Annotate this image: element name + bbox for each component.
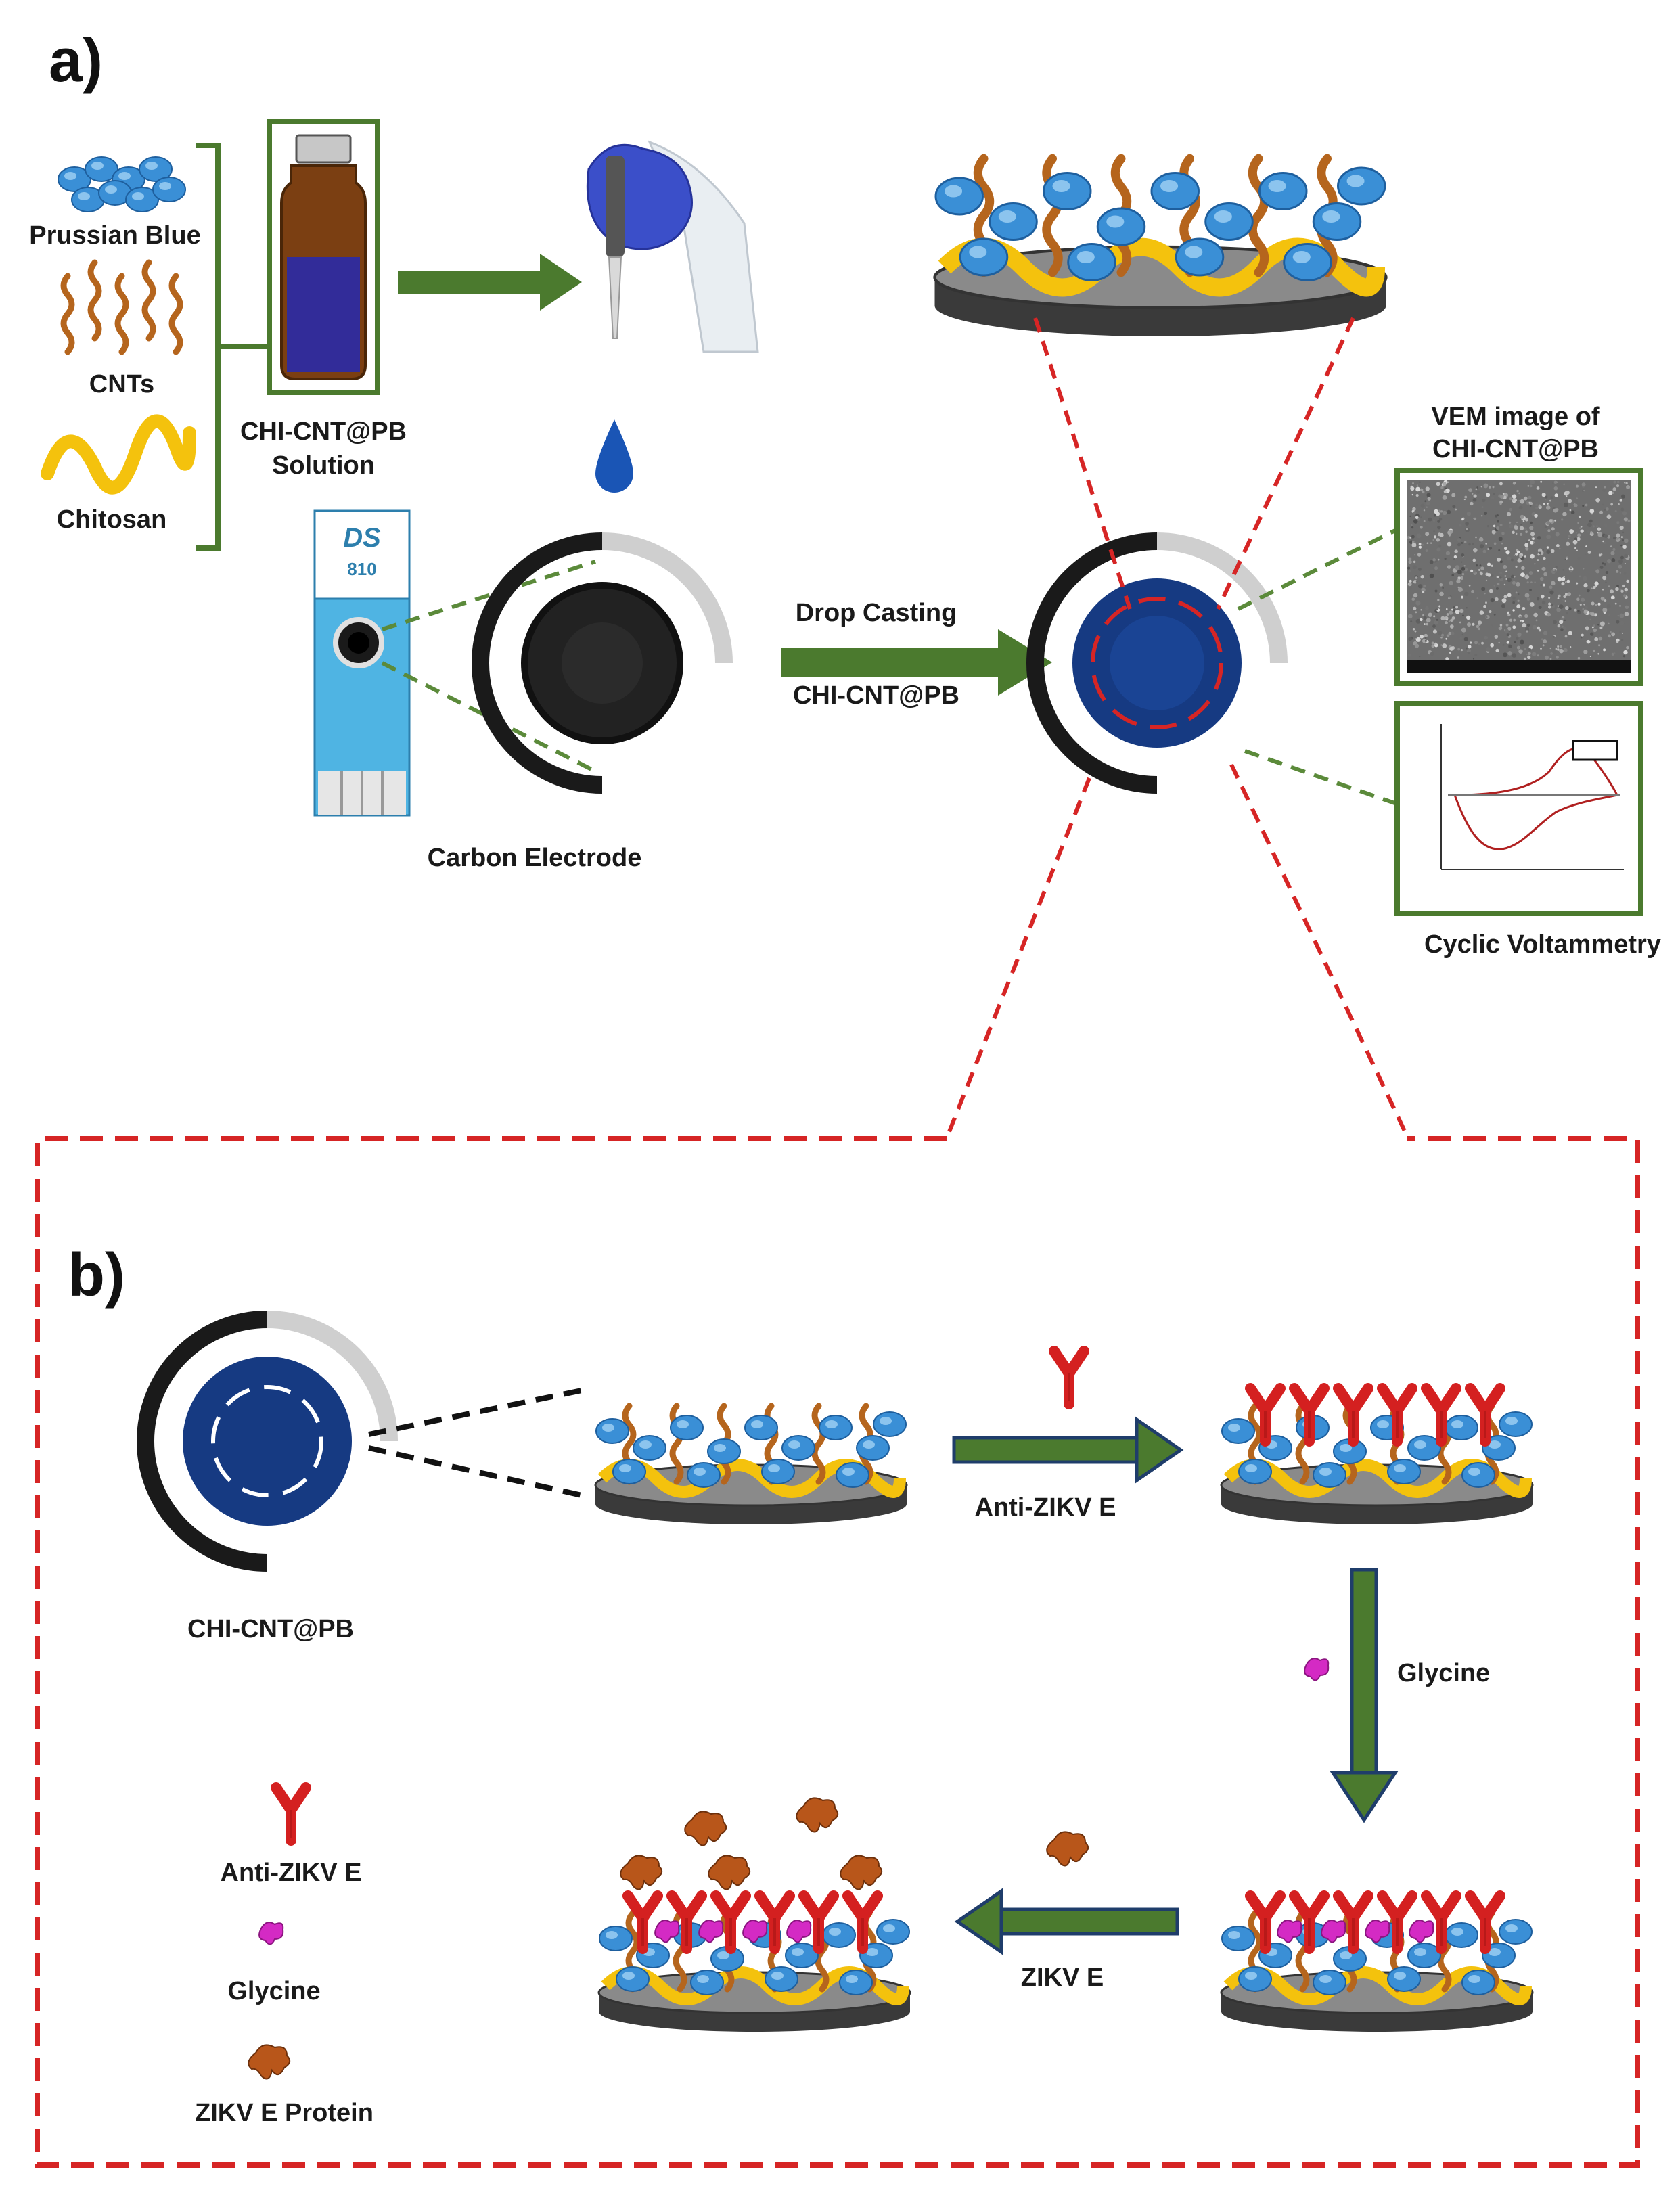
drop-icon: [595, 419, 633, 493]
arrow-zikv-icon: [1046, 1831, 1089, 1867]
arrow-zikv: [954, 1888, 1179, 1955]
material-prussian-blue-icon: [58, 156, 186, 212]
panel-b-electrode-icon: [145, 1319, 389, 1563]
materials-bracket: [196, 143, 267, 551]
cv-label: Cyclic Voltammetry: [1424, 930, 1661, 959]
panel-b-label: b): [68, 1242, 125, 1309]
legend-antibody-label: Anti-ZIKV E: [221, 1859, 362, 1887]
zoom-lines-strip: [381, 560, 597, 773]
material-cnt-label: CNTs: [89, 370, 154, 399]
panel-a-label: a): [49, 27, 103, 95]
arrow-glycine-label: Glycine: [1397, 1659, 1490, 1687]
legend-glycine-label: Glycine: [227, 1977, 320, 2005]
panel-b-zoom-lines: [368, 1388, 583, 1498]
panel-b-electrode-label: CHI-CNT@PB: [187, 1615, 354, 1643]
arrow-glycine: [1330, 1568, 1399, 1823]
layer-zikv-bound: [599, 1797, 910, 2032]
drop-casting-sublabel: CHI-CNT@PB: [793, 681, 959, 710]
solution-label-line2: Solution: [272, 451, 375, 480]
material-chitosan-label: Chitosan: [57, 505, 167, 534]
solution-label-line1: CHI-CNT@PB: [240, 417, 407, 446]
modified-electrode-icon: [1035, 541, 1279, 785]
legend-zikv-label: ZIKV E Protein: [195, 2099, 373, 2127]
drop-casting-arrow: [781, 629, 1052, 696]
material-cnt-icon: [64, 263, 180, 352]
zoom-lines-analysis: [1237, 526, 1402, 807]
panel-b-border: [35, 1136, 1640, 2168]
arrow-to-pipette: [398, 254, 582, 311]
sem-label-line2: CHI-CNT@PB: [1432, 435, 1599, 463]
material-chitosan-icon: [41, 414, 196, 495]
legend-antibody-icon: [276, 1788, 306, 1840]
layer-bare: [595, 1406, 907, 1524]
arrow-glycine-icon: [1304, 1658, 1330, 1681]
solution-vial-icon: [267, 119, 380, 395]
composite-layer-magnified: [935, 159, 1386, 337]
cv-plot: [1394, 701, 1643, 916]
arrow-anti-zikv: [952, 1416, 1184, 1484]
strip-brand: DS: [343, 523, 381, 553]
pipette-icon: [586, 140, 759, 353]
legend-glycine-icon: [258, 1922, 284, 1945]
carbon-electrode-label: Carbon Electrode: [428, 844, 642, 872]
strip-model: 810: [347, 559, 376, 579]
arrow-anti-zikv-label: Anti-ZIKV E: [975, 1493, 1116, 1522]
test-strip: [313, 509, 411, 817]
legend-zikv-icon: [248, 2044, 291, 2080]
sem-label-line1: VEM image of: [1431, 403, 1599, 431]
arrow-zikv-label: ZIKV E: [1021, 1963, 1104, 1992]
sem-image: [1394, 468, 1643, 686]
zoom-lines-red: [945, 317, 1409, 1138]
arrow-anti-zikv-icon: [1054, 1351, 1084, 1404]
drop-casting-label: Drop Casting: [796, 599, 957, 627]
carbon-electrode-icon: [480, 541, 724, 785]
material-prussian-blue-label: Prussian Blue: [29, 221, 200, 250]
layer-antibody: [1221, 1388, 1533, 1524]
layer-antibody-glycine: [1221, 1896, 1533, 2032]
